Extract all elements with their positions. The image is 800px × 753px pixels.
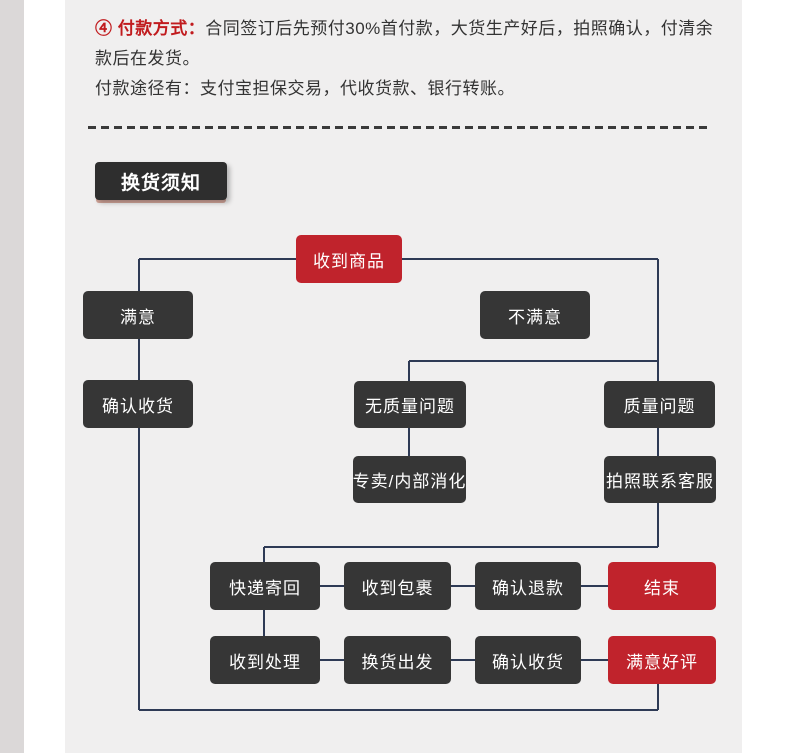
flow-node-receive-package: 收到包裹 — [344, 562, 451, 610]
flow-node-exchange-ship: 换货出发 — [344, 636, 451, 684]
payment-channels-text: 付款途径有：支付宝担保交易，代收货款、银行转账。 — [95, 79, 515, 98]
flow-node-express-return: 快递寄回 — [210, 562, 320, 610]
flow-node-satisfied: 满意 — [83, 291, 193, 339]
flow-node-confirm-receipt: 确认收货 — [83, 380, 193, 428]
payment-paragraph: ④ 付款方式：合同签订后先预付30%首付款，大货生产好后，拍照确认，付清余款后在… — [95, 14, 723, 74]
flow-node-receive-goods: 收到商品 — [296, 235, 402, 283]
flow-node-quality-issue: 质量问题 — [604, 381, 715, 428]
dashed-divider — [88, 126, 710, 129]
payment-method-label: ④ 付款方式： — [95, 19, 206, 38]
flow-node-end: 结束 — [608, 562, 716, 610]
flow-node-resell-internal: 专卖/内部消化 — [353, 456, 466, 503]
content-panel — [65, 0, 742, 753]
flow-node-receive-process: 收到处理 — [210, 636, 320, 684]
flow-node-unsatisfied: 不满意 — [480, 291, 590, 339]
flow-node-confirm-receipt-2: 确认收货 — [475, 636, 581, 684]
flow-node-good-review: 满意好评 — [608, 636, 716, 684]
exchange-notice-badge: 换货须知 — [95, 162, 227, 200]
flow-node-photo-service: 拍照联系客服 — [604, 456, 716, 503]
flow-node-no-quality-issue: 无质量问题 — [354, 381, 466, 428]
flow-node-confirm-refund: 确认退款 — [475, 562, 581, 610]
payment-method-text: 合同签订后先预付30%首付款，大货生产好后，拍照确认，付清余款后在发货。 — [95, 19, 714, 68]
left-gutter — [0, 0, 24, 753]
